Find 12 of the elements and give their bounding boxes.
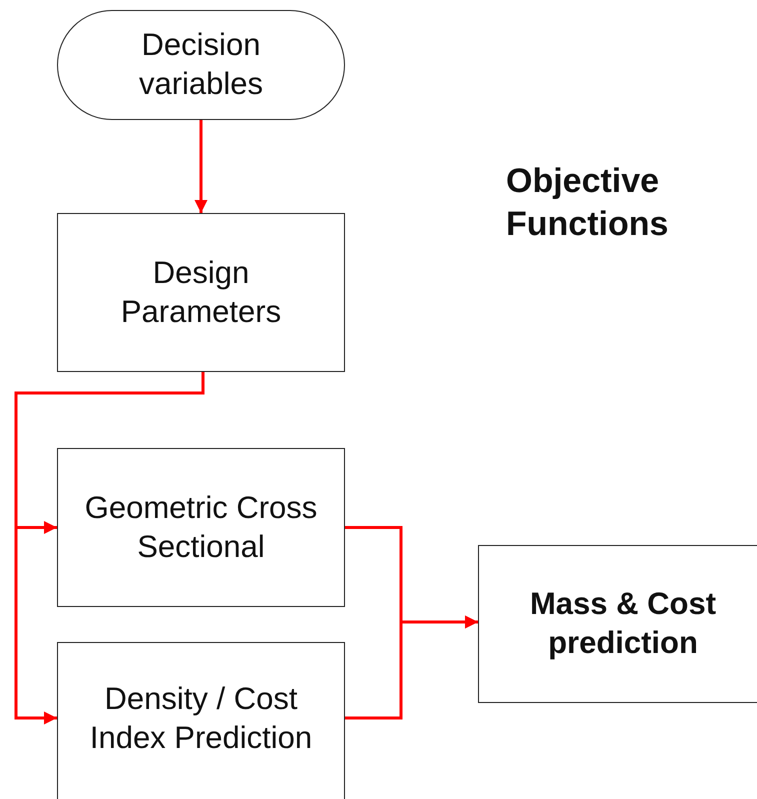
process-box — [57, 642, 345, 799]
connector-arrow — [194, 120, 208, 213]
section-heading: Objective Functions — [506, 161, 670, 246]
process-box — [57, 448, 345, 607]
process-box — [57, 213, 345, 372]
node-label: Mass & Cost prediction — [528, 585, 718, 662]
connector-arrow — [345, 616, 478, 720]
node-label: Geometric Cross Sectional — [84, 488, 318, 566]
node-label: Decision variables — [138, 26, 264, 103]
process-box — [478, 545, 757, 703]
node-label: Density / Cost Index Prediction — [88, 680, 314, 757]
node-label: Design Parameters — [120, 254, 282, 330]
